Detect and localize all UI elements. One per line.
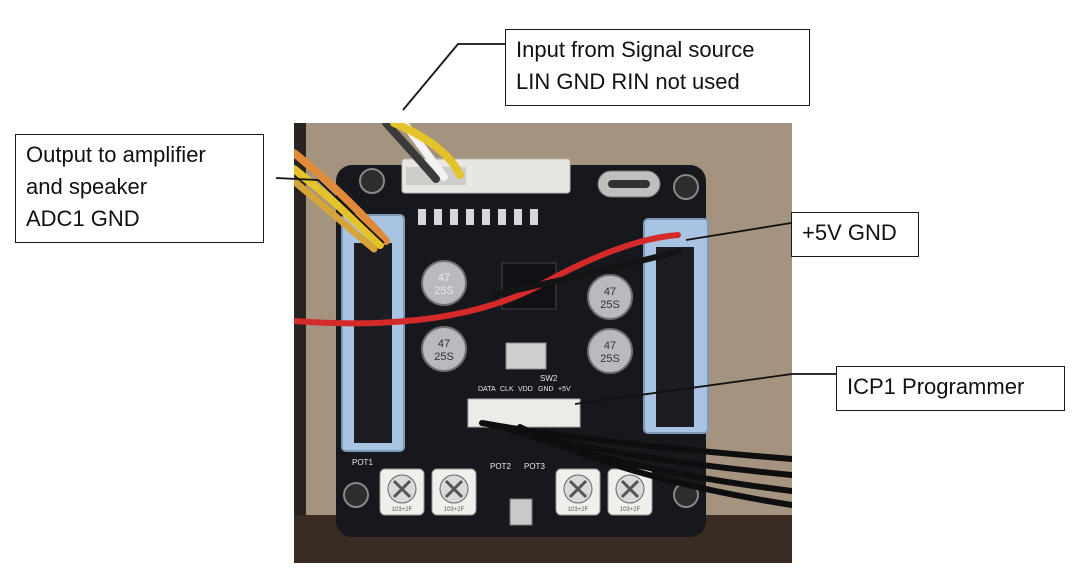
svg-text:POT3: POT3 [524,462,545,471]
capacitor: 47 25S [421,260,467,306]
svg-text:25S: 25S [434,285,454,297]
svg-text:47: 47 [438,338,450,350]
svg-text:47: 47 [604,286,616,298]
input-callout: Input from Signal source LIN GND RIN not… [505,29,810,106]
power-callout: +5V GND [791,212,919,257]
callout-line: ADC1 GND [26,206,140,231]
svg-text:VDD: VDD [518,386,533,393]
svg-text:GND: GND [538,386,554,393]
svg-text:POT2: POT2 [490,462,511,471]
svg-text:25S: 25S [434,351,454,363]
callout-line: Output to amplifier [26,142,206,167]
svg-text:CLK: CLK [500,386,514,393]
svg-text:47: 47 [438,272,450,284]
capacitor: 47 25S [587,274,633,320]
potentiometer: 103+2F [379,468,425,516]
programmer-wires [479,420,792,508]
push-button [505,342,547,370]
capacitor: 47 25S [421,326,467,372]
input-leader-line [402,43,505,111]
input-wires [382,123,464,183]
svg-text:103+2F: 103+2F [392,507,413,513]
programmer-callout: ICP1 Programmer [836,366,1065,411]
svg-text:DATA: DATA [478,386,496,393]
potentiometer: 103+2F [555,468,601,516]
callout-line: ICP1 Programmer [847,374,1025,399]
svg-text:POT1: POT1 [352,458,373,467]
svg-text:103+2F: 103+2F [444,507,465,513]
callout-line: and speaker [26,174,148,199]
svg-text:SW2: SW2 [540,374,558,383]
svg-text:+5V: +5V [558,386,571,393]
callout-line: +5V GND [802,220,897,245]
power-wires [294,232,683,327]
callout-line: LIN GND RIN not used [516,69,740,94]
svg-text:25S: 25S [600,353,620,365]
output-callout: Output to amplifier and speaker ADC1 GND [15,134,264,243]
svg-text:103+2F: 103+2F [620,507,641,513]
callout-line: Input from Signal source [516,37,755,62]
capacitor: 47 25S [587,328,633,374]
svg-text:103+2F: 103+2F [568,507,589,513]
svg-text:47: 47 [604,340,616,352]
svg-text:25S: 25S [600,299,620,311]
pcb-photo: 47 25S 47 25S 47 25S 47 25S SW2 DATA CLK… [294,123,792,563]
potentiometer: 103+2F [431,468,477,516]
